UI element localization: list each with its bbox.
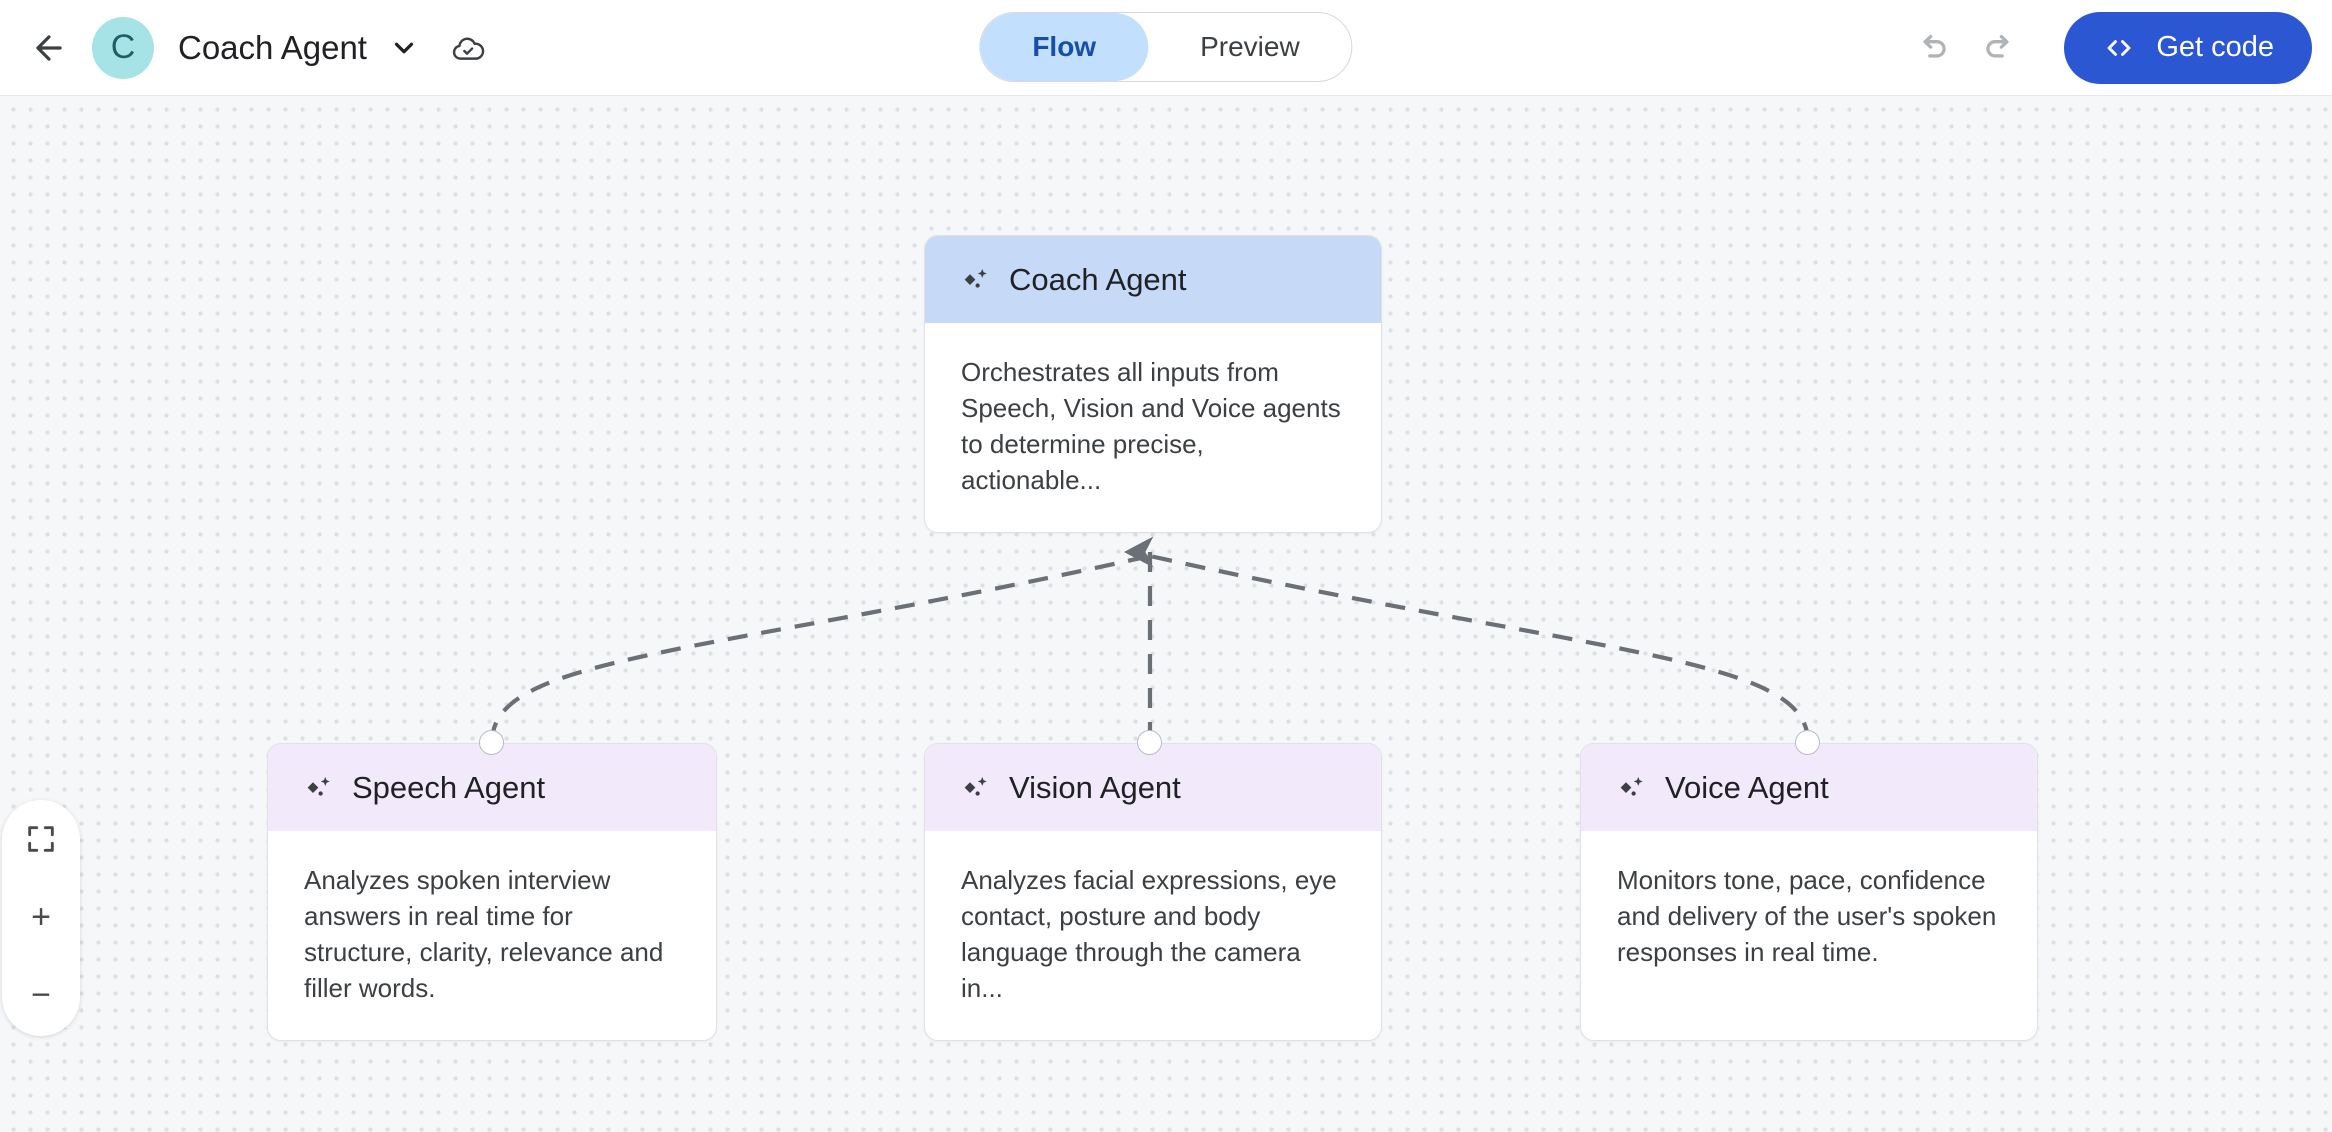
tab-preview[interactable]: Preview (1200, 31, 1300, 62)
sparkle-icon (964, 776, 987, 796)
node-description: Analyzes facial expressions, eye contact… (961, 865, 1337, 1003)
arrow-left-icon (36, 34, 62, 61)
node-header: Speech Agent (268, 744, 716, 831)
edge-layer (489, 536, 1811, 743)
redo-icon (1986, 34, 2009, 58)
cloud-done-icon (452, 37, 485, 60)
node-title: Vision Agent (1009, 769, 1181, 805)
avatar-letter: C (110, 28, 136, 66)
top-bar-left-group: C Coach Agent (20, 0, 491, 95)
back-button[interactable] (20, 19, 78, 77)
node-handle-voice-top[interactable] (1795, 730, 1820, 755)
chevron-down-icon (394, 42, 414, 53)
top-bar-right-group: Get code (1900, 0, 2312, 95)
view-mode-toggle[interactable]: Flow Preview (979, 12, 1353, 82)
node-handle-speech-top[interactable] (479, 730, 504, 755)
sparkle-icon (964, 268, 987, 288)
edge-speech-to-coach (489, 553, 1151, 743)
node-handle-vision-top[interactable] (1137, 730, 1162, 755)
get-code-button[interactable]: Get code (2064, 11, 2312, 84)
top-bar: C Coach Agent Flow Preview (0, 0, 2332, 96)
fit-to-screen-icon (28, 826, 54, 852)
code-brackets-icon (2107, 39, 2131, 56)
node-description: Orchestrates all inputs from Speech, Vis… (961, 357, 1341, 495)
node-description: Monitors tone, pace, confidence and deli… (1617, 865, 1997, 967)
redo-button[interactable] (1966, 15, 2032, 81)
edge-voice-to-coach (1149, 553, 1811, 743)
node-header: Voice Agent (1581, 744, 2037, 831)
node-vision-agent[interactable]: Vision Agent Analyzes facial expressions… (924, 743, 1382, 1041)
node-description: Analyzes spoken interview answers in rea… (304, 865, 664, 1003)
cloud-save-status-button[interactable] (445, 25, 491, 71)
node-coach-agent[interactable]: Coach Agent Orchestrates all inputs from… (924, 235, 1382, 533)
node-title: Coach Agent (1009, 261, 1187, 297)
node-title: Speech Agent (352, 769, 546, 805)
undo-button[interactable] (1900, 15, 1966, 81)
page-title: Coach Agent (178, 28, 367, 66)
zoom-out-glyph: − (31, 976, 51, 1014)
canvas-zoom-controls: + − (2, 800, 80, 1036)
sparkle-icon (1620, 776, 1643, 796)
sparkle-icon (307, 776, 330, 796)
undo-icon (1923, 34, 1946, 58)
node-speech-agent[interactable]: Speech Agent Analyzes spoken interview a… (267, 743, 717, 1041)
node-title: Voice Agent (1665, 769, 1829, 805)
zoom-in-glyph: + (31, 898, 51, 936)
flow-canvas[interactable]: Coach Agent Orchestrates all inputs from… (0, 96, 2332, 1132)
tab-flow[interactable]: Flow (980, 13, 1149, 81)
zoom-out-button[interactable]: − (2, 956, 80, 1034)
avatar: C (92, 16, 154, 79)
node-header: Vision Agent (925, 744, 1381, 831)
node-voice-agent[interactable]: Voice Agent Monitors tone, pace, confide… (1580, 743, 2038, 1041)
zoom-in-button[interactable]: + (2, 878, 80, 956)
node-header: Coach Agent (925, 236, 1381, 323)
title-dropdown-button[interactable] (381, 25, 427, 71)
get-code-label: Get code (2156, 31, 2274, 63)
fit-to-screen-button[interactable] (2, 800, 80, 878)
